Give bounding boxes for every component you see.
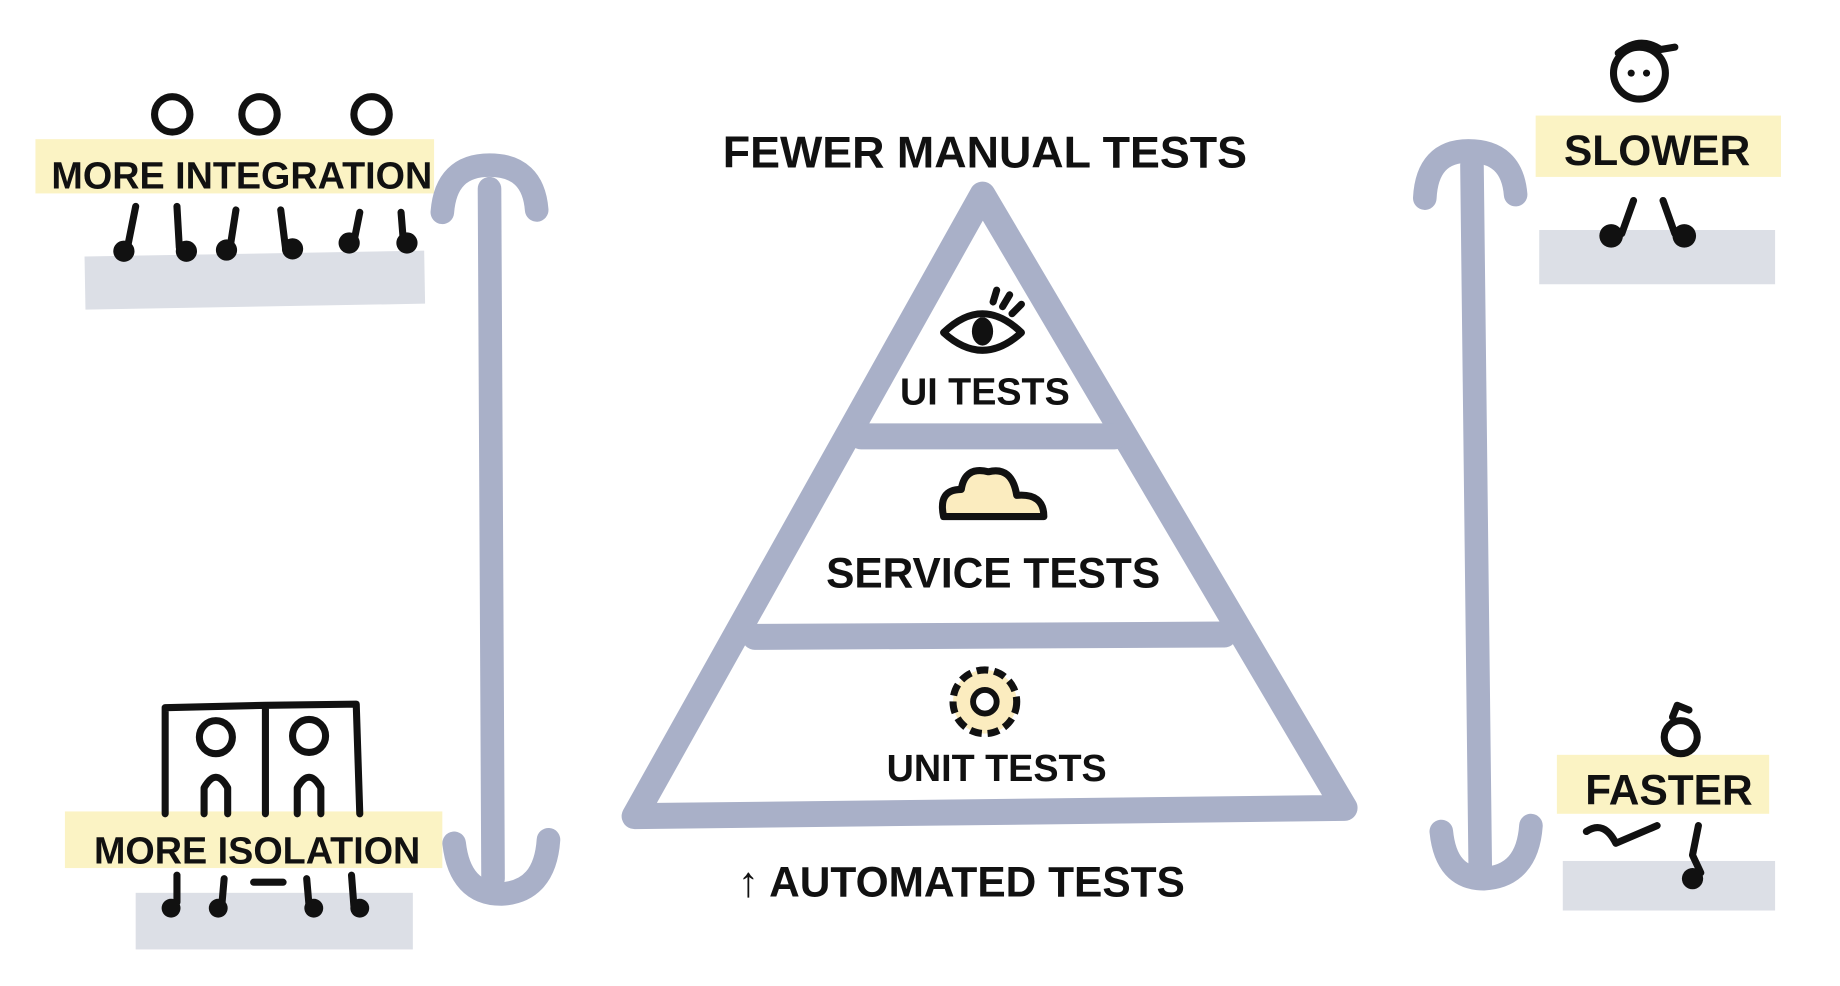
highlight-isolation	[64, 811, 443, 869]
pyramid	[621, 181, 1358, 830]
more-integration-label: MORE INTEGRATION	[51, 155, 432, 197]
right-double-arrow	[1412, 139, 1543, 891]
isolation-figures-icon	[161, 700, 370, 918]
unit-tests-label: UNIT TESTS	[887, 747, 1107, 789]
highlight-faster	[1556, 754, 1770, 814]
slower-label: SLOWER	[1564, 127, 1750, 174]
faster-figure-icon	[1582, 701, 1705, 890]
more-isolation-label: MORE ISOLATION	[94, 829, 420, 871]
integration-figures-icon	[113, 93, 418, 262]
cloud-icon	[938, 467, 1048, 521]
service-tests-label: SERVICE TESTS	[826, 549, 1160, 596]
highlight-slower	[1535, 115, 1781, 177]
eye-icon	[940, 286, 1025, 354]
faster-label: FASTER	[1585, 766, 1752, 813]
gear-icon	[949, 666, 1021, 738]
highlight-integration	[35, 139, 435, 194]
shadow-faster	[1562, 860, 1776, 911]
slower-figure-icon	[1599, 39, 1697, 248]
fewer-manual-tests-label: FEWER MANUAL TESTS	[723, 127, 1247, 177]
automated-tests-label: ↑ AUTOMATED TESTS	[738, 858, 1185, 905]
ui-tests-label: UI TESTS	[900, 371, 1070, 413]
shadow-integration	[84, 250, 426, 310]
left-double-arrow	[430, 153, 561, 906]
shadow-slower	[1539, 229, 1776, 285]
